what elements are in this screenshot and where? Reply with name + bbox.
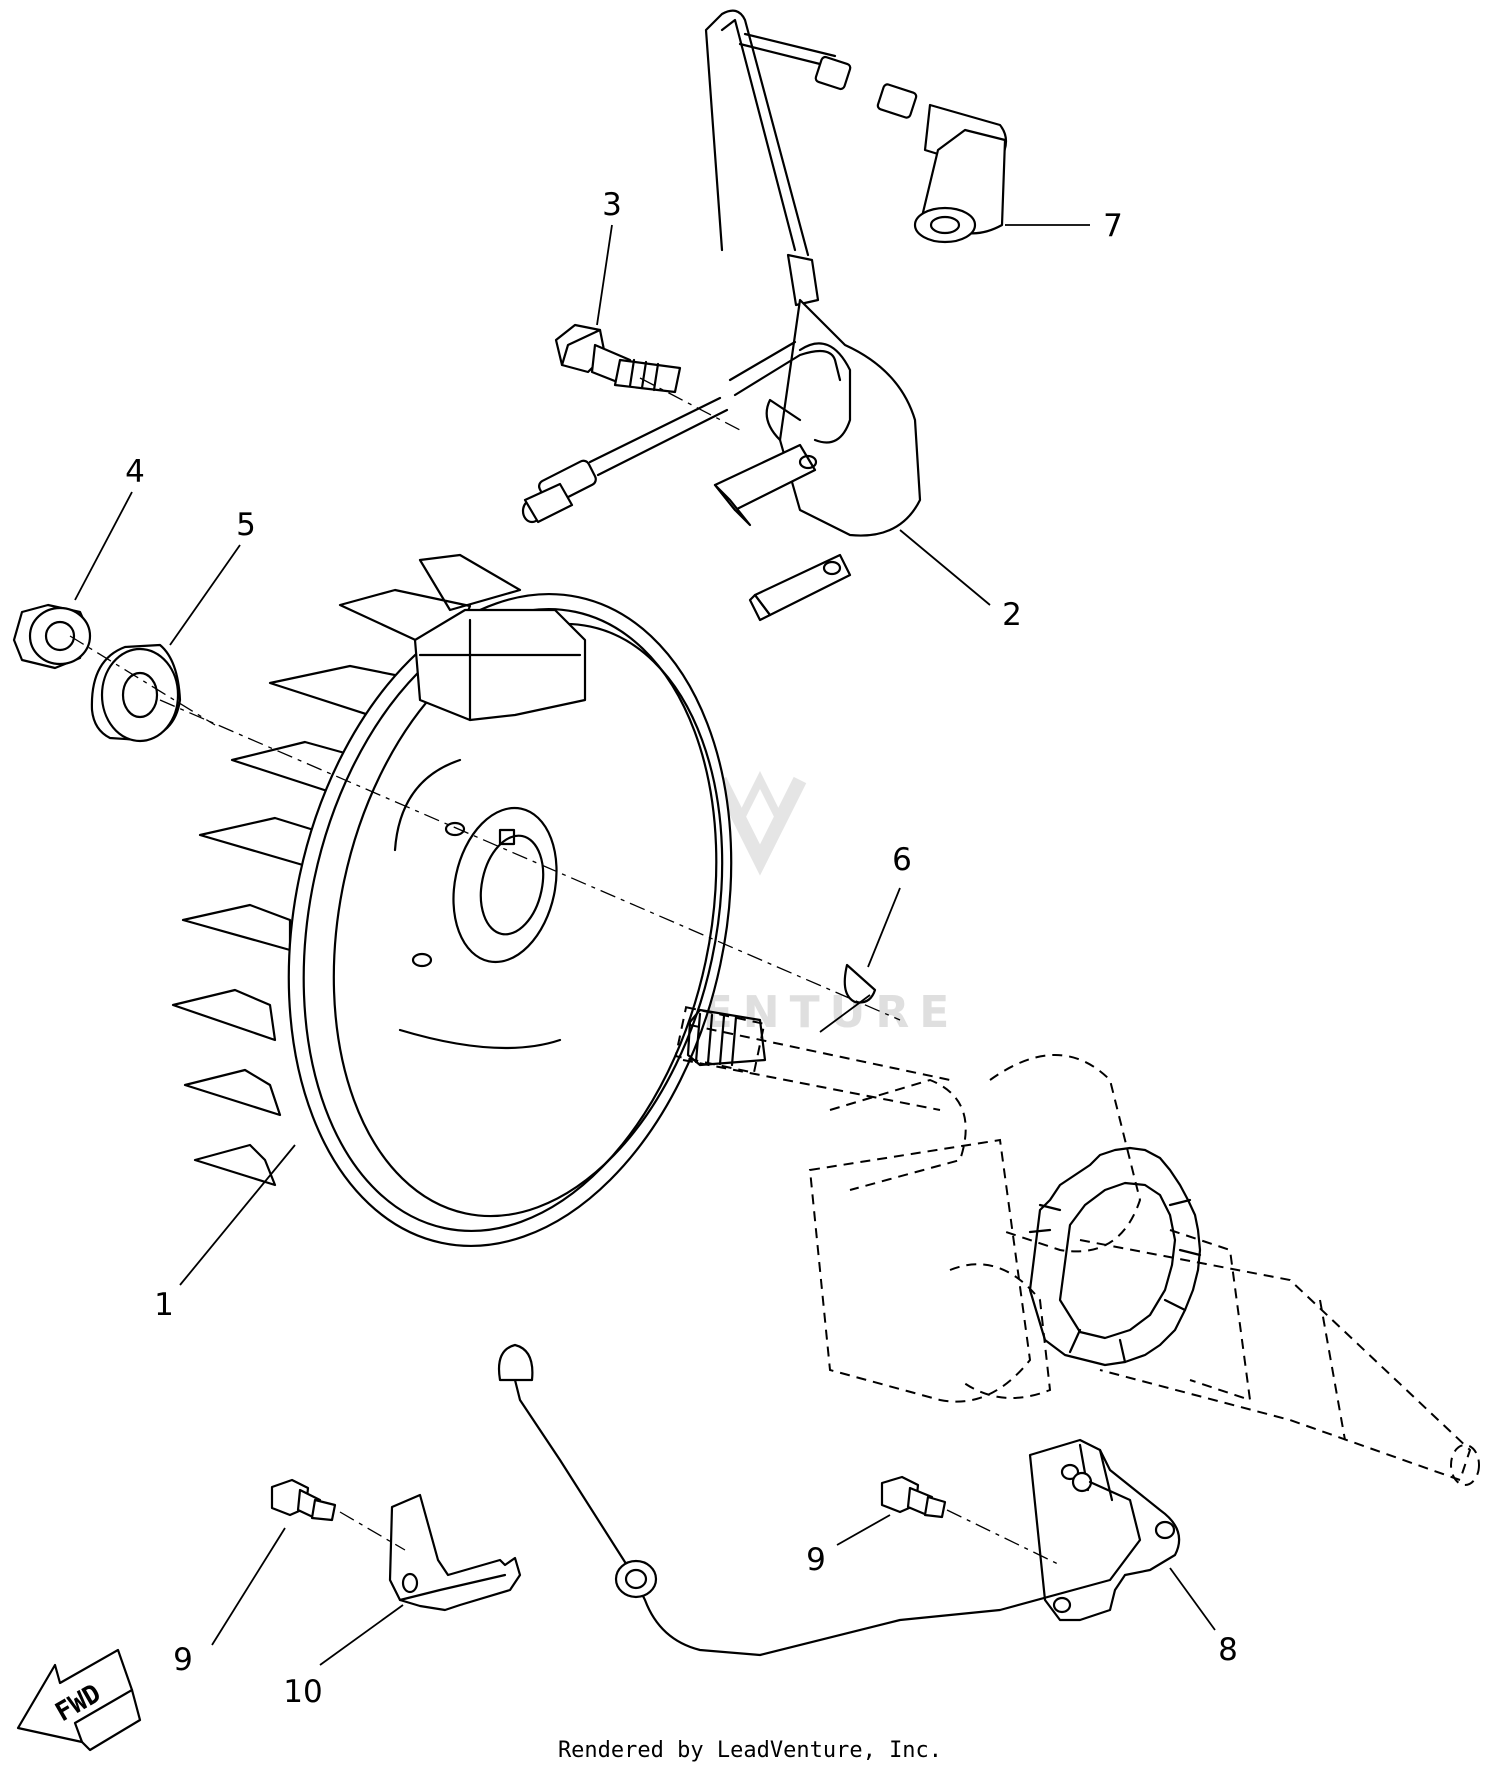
part-5-washer[interactable] — [90, 643, 182, 743]
leader-lines — [74, 224, 1216, 1666]
part-9-bolt-left[interactable] — [270, 1478, 337, 1522]
callout-1: 1 — [154, 1287, 174, 1323]
crankshaft-threaded-end — [686, 1008, 767, 1067]
part-3-bolt[interactable] — [521, 323, 729, 524]
part-1-flywheel[interactable] — [171, 553, 789, 1288]
callout-4: 4 — [125, 454, 145, 490]
callout-labels: 1 2 3 4 5 6 7 8 9 9 10 — [125, 187, 1238, 1710]
callout-6: 6 — [892, 842, 912, 878]
part-4-nut[interactable] — [12, 603, 92, 670]
callout-9-left: 9 — [173, 1642, 193, 1678]
callout-10: 10 — [283, 1674, 322, 1710]
part-8-switch-assembly[interactable] — [497, 1343, 1181, 1657]
crankshaft-gears — [1028, 1146, 1202, 1367]
assembly-centerlines — [69, 377, 1061, 1566]
part-6-key[interactable] — [843, 963, 877, 1004]
part-9-bolt-right[interactable] — [880, 1475, 947, 1519]
crankshaft-reference — [674, 1006, 1480, 1486]
callout-3: 3 — [602, 187, 622, 223]
part-10-bracket[interactable] — [388, 1493, 522, 1612]
callout-2: 2 — [1002, 597, 1022, 633]
callout-9-right: 9 — [806, 1542, 826, 1578]
fwd-arrow: FWD — [16, 1648, 142, 1752]
part-7-spark-plug-cap[interactable] — [704, 9, 1008, 257]
part-2-ignition-coil[interactable] — [713, 253, 922, 622]
callout-8: 8 — [1218, 1632, 1238, 1668]
callout-5: 5 — [236, 507, 256, 543]
callout-7: 7 — [1103, 208, 1123, 244]
footer-credit: Rendered by LeadVenture, Inc. — [557, 1738, 943, 1763]
